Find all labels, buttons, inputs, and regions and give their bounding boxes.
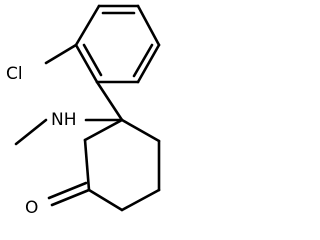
bond-ring-cl — [44, 43, 78, 65]
bond-ring-cyclohexane — [95, 80, 124, 122]
bond-n-methyl — [14, 118, 48, 146]
bond — [120, 188, 161, 212]
double-bond-inner — [132, 43, 154, 78]
benzene-ring — [74, 4, 161, 84]
oxygen-label: O — [25, 198, 38, 218]
bond — [74, 43, 99, 84]
bond — [120, 118, 161, 143]
carbonyl-bond — [50, 188, 91, 207]
bond — [136, 4, 161, 47]
carbonyl-bond-second — [47, 181, 88, 200]
cyclohexanone-ring — [83, 118, 161, 212]
double-bond-inner — [82, 43, 103, 77]
bond — [83, 118, 124, 142]
bond — [83, 138, 91, 192]
bond — [87, 188, 124, 212]
ketamine-structure-diagram: Cl NH O — [6, 4, 161, 218]
bond — [136, 43, 161, 84]
amine-label: NH — [51, 110, 77, 130]
bond — [74, 4, 101, 47]
chlorine-label: Cl — [6, 64, 23, 84]
